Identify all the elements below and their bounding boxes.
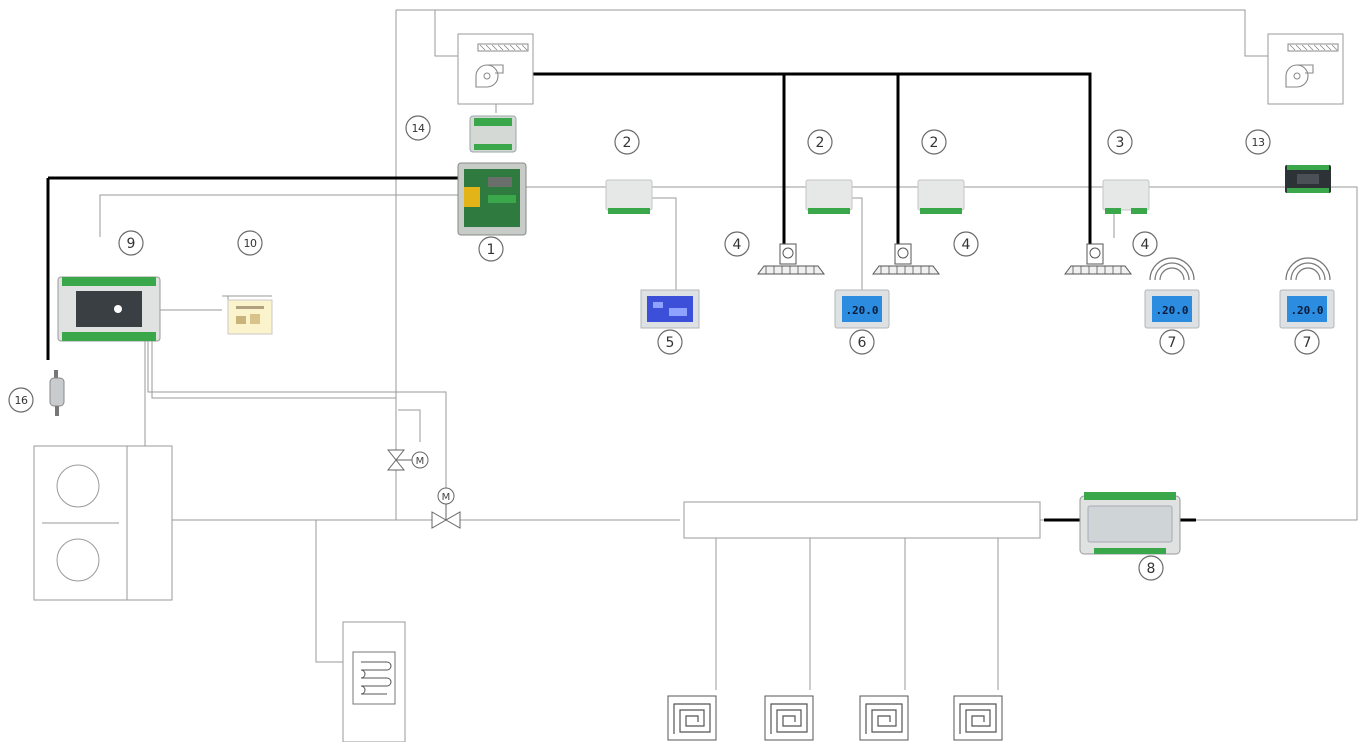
svg-text:M: M [416,456,425,467]
callout-7b: 7 [1295,330,1319,354]
callout-4b-text: 4 [962,237,971,253]
callout-10-text: 10 [244,237,257,250]
callout-4b: 4 [954,232,978,256]
callout-2c-text: 2 [930,135,939,151]
callout-8: 8 [1139,556,1163,580]
water-tank [343,622,405,742]
callout-2b-text: 2 [816,135,825,151]
callout-13: 13 [1246,130,1270,154]
outdoor-sensor [50,370,64,416]
callout-16: 16 [9,388,33,412]
callout-14: 14 [406,116,430,140]
room-thermostat-wireless-1 [1145,290,1199,328]
callout-10: 10 [238,231,262,255]
callout-1: 1 [479,237,503,261]
zone-module-2 [806,180,852,214]
floor-heating-controller [1080,492,1180,554]
floor-loop-3 [860,696,908,740]
callout-3-text: 3 [1116,135,1125,151]
floor-heating-manifold [684,502,1040,538]
floor-loop-2 [765,696,813,740]
callout-2c: 2 [922,130,946,154]
room-thermostat-wireless-2 [1280,290,1334,328]
callout-3: 3 [1108,130,1132,154]
wireless-gateway-module [1285,165,1331,193]
callout-5-text: 5 [666,335,675,351]
callout-8-text: 8 [1147,561,1156,577]
floor-loop-4 [954,696,1002,740]
display-panel [222,296,272,334]
motorized-valve-1: M [388,450,428,470]
callout-2a-text: 2 [623,135,632,151]
callout-4a: 4 [725,232,749,256]
callout-2b: 2 [808,130,832,154]
callout-4c: 4 [1133,232,1157,256]
zone-module-4 [1103,180,1149,214]
motorized-valve-2: M [432,488,460,528]
fan-coil-unit-3 [1065,244,1131,274]
callout-16-text: 16 [15,394,28,407]
fan-coil-unit-1 [758,244,824,274]
heat-pump [34,446,172,600]
room-thermostat-wired [835,290,889,328]
callout-9: 9 [119,231,143,255]
fan-unit-right [1268,34,1343,104]
callout-4c-text: 4 [1141,237,1150,253]
fan-coil-unit-2 [873,244,939,274]
callout-7a-text: 7 [1168,335,1177,351]
main-din-controller [58,277,160,341]
callout-6-text: 6 [858,335,867,351]
main-controller-board [458,163,526,235]
callout-7a: 7 [1160,330,1184,354]
callout-7b-text: 7 [1303,335,1312,351]
floor-loop-1 [668,696,716,740]
zone-module-1 [606,180,652,214]
svg-text:M: M [442,492,451,503]
interface-board [641,290,699,328]
transformer-module [470,116,516,152]
callout-2a: 2 [615,130,639,154]
callout-13-text: 13 [1252,136,1265,149]
callout-5: 5 [658,330,682,354]
wireless-signal-icon [1150,258,1330,280]
callout-6: 6 [850,330,874,354]
callout-1-text: 1 [487,242,496,258]
callout-9-text: 9 [127,236,136,252]
callout-4a-text: 4 [733,237,742,253]
callout-14-text: 14 [412,122,425,135]
fan-unit-left [458,34,533,104]
zone-module-3 [918,180,964,214]
